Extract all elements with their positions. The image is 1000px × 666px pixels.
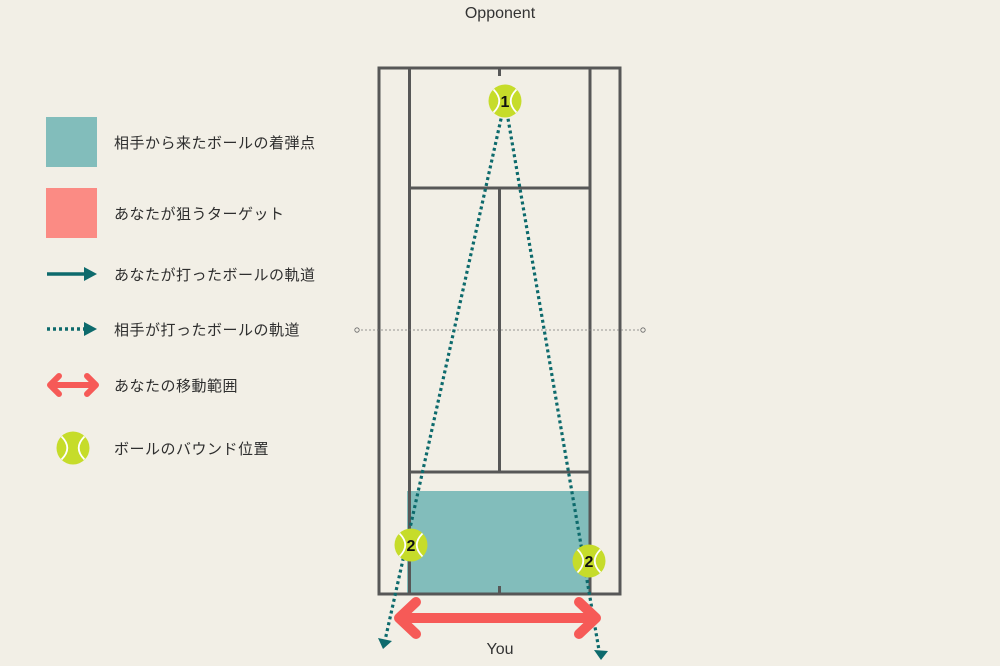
ball-number: 2 [585, 554, 594, 571]
teal-square-icon [46, 117, 97, 167]
ball-number: 1 [501, 94, 510, 111]
legend-item-opponent-shot: 相手が打ったボールの軌道 [46, 309, 300, 349]
ball-bounce-2-right: 2 [571, 543, 607, 579]
double-arrow-icon [47, 373, 99, 397]
court-lines [377, 66, 622, 596]
legend-item-landing: 相手から来たボールの着弾点 [46, 117, 315, 167]
ball-bounce-1: 1 [487, 83, 523, 119]
legend-label: ボールのバウンド位置 [114, 439, 270, 458]
dotted-arrow-icon [47, 322, 97, 336]
legend-item-your-shot: あなたが打ったボールの軌道 [46, 254, 315, 294]
legend-label: あなたが狙うターゲット [114, 204, 285, 223]
ball-bounce-2-left: 2 [393, 527, 429, 563]
solid-arrow-icon [47, 267, 97, 281]
legend-item-target: あなたが狙うターゲット [46, 188, 284, 238]
you-label: You [487, 641, 514, 658]
opponent-label: Opponent [465, 5, 536, 22]
legend-item-movement: あなたの移動範囲 [46, 365, 238, 405]
legend-label: 相手が打ったボールの軌道 [114, 320, 301, 339]
tennis-ball-icon [56, 431, 90, 465]
net-line [354, 327, 646, 333]
legend-label: あなたが打ったボールの軌道 [114, 265, 316, 284]
landing-zone [407, 491, 589, 594]
ball-number: 2 [407, 538, 416, 555]
legend-item-bounce: ボールのバウンド位置 [46, 428, 269, 468]
legend-label: 相手から来たボールの着弾点 [114, 133, 316, 152]
movement-range-arrow [394, 597, 601, 639]
legend-label: あなたの移動範囲 [114, 376, 239, 395]
salmon-square-icon [46, 188, 97, 238]
